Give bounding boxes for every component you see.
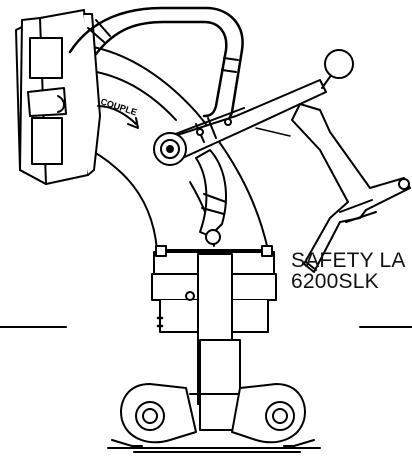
lower-cam-left [111, 383, 197, 447]
left-flange [15, 9, 101, 185]
lower-cam-right [231, 383, 315, 447]
callout-part-number: 6200SLK [291, 270, 379, 293]
lever-knob [324, 49, 354, 79]
safety-latch-part [291, 103, 411, 273]
couple-arrowhead [127, 117, 139, 129]
couple-arrow [97, 105, 137, 125]
callout-title: SAFETY LA [291, 249, 406, 272]
part-callout: SAFETY LA 6200SLK [291, 250, 406, 292]
lever-arm [161, 73, 333, 161]
central-column [189, 253, 241, 431]
pivot-hub [153, 132, 187, 166]
safety-link [195, 149, 227, 245]
leader-line [255, 127, 291, 137]
